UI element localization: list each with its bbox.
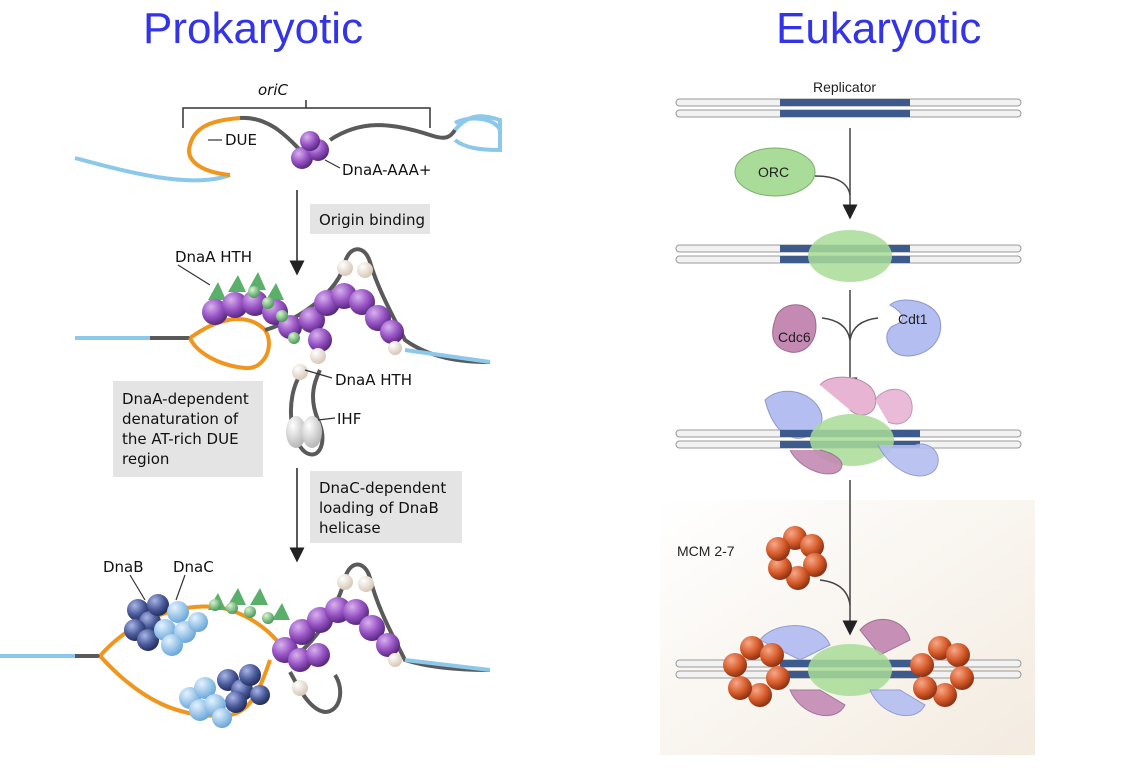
oric-label: oriC <box>258 81 289 99</box>
eukaryotic-panel: Replicator ORC Cdc6 Cdt1 <box>660 79 1035 755</box>
dnab-label: DnaB <box>103 558 144 576</box>
step-box-loading <box>310 471 462 543</box>
step-box-origin-binding <box>310 204 430 234</box>
middle-complex: DnaA HTH DnaA HTH IHF <box>75 247 491 457</box>
step-label-denaturation: DnaA-dependent denaturation of the AT-ri… <box>122 390 254 468</box>
replicator-label: Replicator <box>813 79 876 95</box>
step-label-origin-binding: Origin binding <box>319 211 425 229</box>
top-dna: DUE DnaA-AAA+ <box>74 114 502 183</box>
dnab-helicase-upper <box>124 594 208 656</box>
ihf-protein <box>302 416 322 448</box>
ihf-label: IHF <box>337 410 361 428</box>
euk-dna-row-3 <box>675 376 1022 477</box>
cdt1-label: Cdt1 <box>898 311 928 327</box>
euk-dna-row-2 <box>675 230 1022 282</box>
dnaa-hth-label-1: DnaA HTH <box>175 248 252 266</box>
euk-dna-row-1: Replicator <box>675 79 1022 118</box>
due-label: DUE <box>225 131 257 149</box>
dnaa-hth-label-2: DnaA HTH <box>335 371 412 389</box>
dnaa-sphere <box>300 131 320 151</box>
mcm-label: MCM 2-7 <box>677 543 735 559</box>
paper-background <box>660 500 1035 755</box>
prokaryotic-panel: oriC DUE DnaA-AAA+ Origin binding <box>0 81 502 728</box>
dnac-label: DnaC <box>173 558 214 576</box>
dnab-helicase-lower <box>179 664 270 728</box>
cdc6-protein <box>772 304 817 353</box>
title-prokaryotic: Prokaryotic <box>143 4 364 53</box>
oric-bracket: oriC <box>182 81 431 128</box>
dnaa-aaa-label: DnaA-AAA+ <box>342 161 431 179</box>
dnaa-hth-domains <box>208 272 284 300</box>
bottom-complex: DnaB DnaC <box>0 558 491 728</box>
euk-dna-row-4 <box>675 619 1022 717</box>
mcm-ring <box>766 526 827 590</box>
cdc6-label: Cdc6 <box>778 329 811 345</box>
step-label-loading: DnaC-dependent loading of DnaB helicase <box>319 479 451 537</box>
title-eukaryotic: Eukaryotic <box>776 4 982 53</box>
step-box-denaturation <box>113 381 263 477</box>
orc-protein <box>734 147 816 197</box>
ihf-protein <box>286 416 306 448</box>
cdt1-protein <box>886 299 942 357</box>
orc-label: ORC <box>758 164 789 180</box>
